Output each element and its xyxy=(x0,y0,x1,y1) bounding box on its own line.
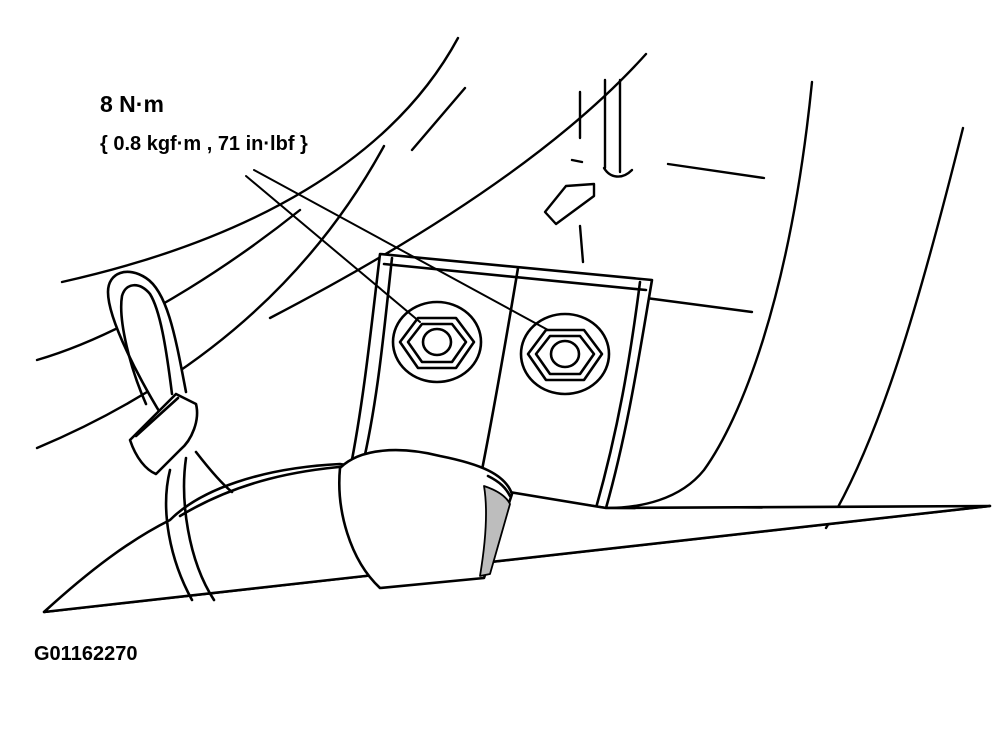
clip-stem xyxy=(578,224,585,264)
leader-to-right-nut xyxy=(253,169,549,331)
bracket-inner-left xyxy=(360,256,394,470)
cable-loop xyxy=(106,270,234,602)
strap-edge-shade xyxy=(479,485,511,577)
pipe-and-strap xyxy=(42,448,992,614)
clip-dash xyxy=(570,158,584,164)
cable-right-strand xyxy=(194,450,234,494)
pipe-top-edge xyxy=(178,464,352,518)
bracket-inner-right xyxy=(594,280,642,510)
nut-right-chamfer xyxy=(534,334,596,376)
hex-nut-left xyxy=(391,300,483,384)
nut-left-bore xyxy=(421,327,453,357)
contour-arc-3 xyxy=(35,144,386,450)
panel-right-curve xyxy=(604,80,814,510)
cable-clip-face xyxy=(134,396,180,438)
contour-arc-2 xyxy=(35,208,302,362)
contour-arc-1 xyxy=(60,36,460,284)
figure-id-label: G01162270 xyxy=(34,643,137,665)
nut-right-bore xyxy=(549,339,581,369)
leader-to-left-nut xyxy=(245,175,421,323)
torque-value-label: 8 N·m xyxy=(100,91,164,117)
clip-tab xyxy=(602,166,634,178)
panel-horizontal xyxy=(644,296,754,314)
torque-alt-label: { 0.8 kgf·m , 71 in·lbf } xyxy=(100,133,308,155)
leader-lines xyxy=(245,169,549,331)
cable-lower-2 xyxy=(182,456,216,602)
upper-clip xyxy=(543,78,634,264)
panel-far-right xyxy=(824,126,965,530)
bracket-top-fold xyxy=(382,262,648,292)
bracket-fold xyxy=(478,266,520,482)
strap-edge-inner xyxy=(486,474,512,498)
panel-short-h xyxy=(666,162,766,180)
cable-clip-icon xyxy=(128,392,199,476)
hex-nut-right xyxy=(519,312,611,396)
pipe-body xyxy=(42,462,992,614)
cable-loop-inner xyxy=(119,283,174,406)
contour-short xyxy=(410,86,467,152)
nut-left-chamfer xyxy=(406,322,468,364)
strap-band xyxy=(338,448,514,590)
contour-diag xyxy=(268,52,648,320)
cable-lower xyxy=(164,468,194,602)
clip-wedge xyxy=(543,182,596,226)
